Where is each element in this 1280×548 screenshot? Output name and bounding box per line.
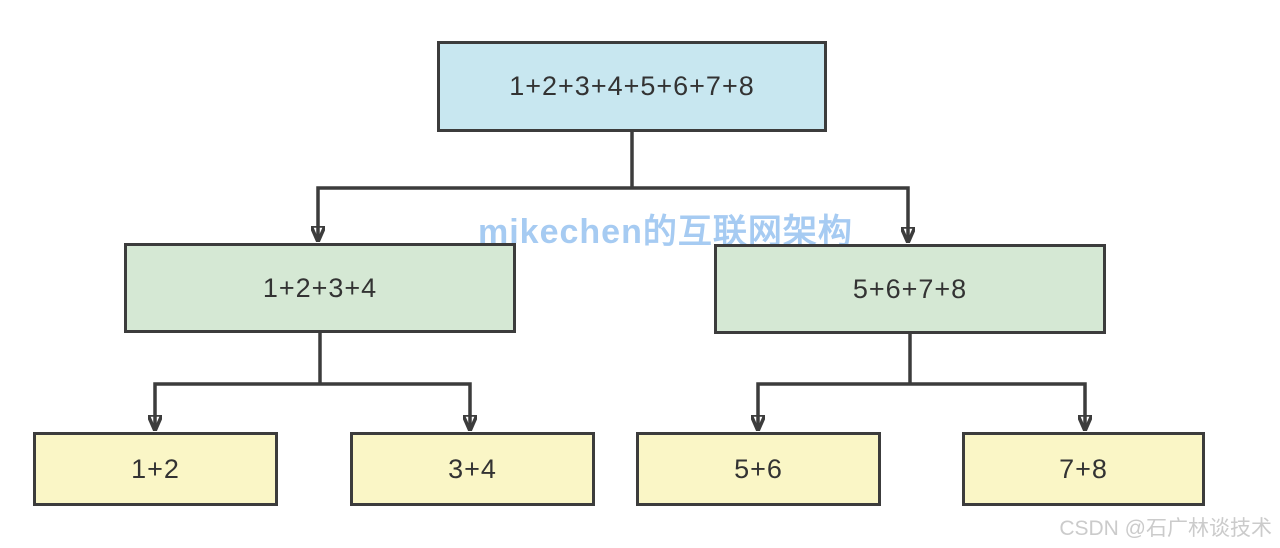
csdn-credit-text: CSDN @石广林谈技术 [1059,517,1272,540]
node-leaf-1-2: 1+2 [33,432,278,506]
node-leaf4-label: 7+8 [1059,453,1108,484]
connector-right-leaf4 [910,382,1085,430]
connector-root-right [632,186,908,242]
node-root-sum: 1+2+3+4+5+6+7+8 [437,41,827,132]
node-leaf-5-6: 5+6 [636,432,881,506]
node-leaf2-label: 3+4 [448,453,497,484]
node-left-label: 1+2+3+4 [262,272,378,303]
node-leaf3-label: 5+6 [734,453,783,484]
node-leaf1-label: 1+2 [131,453,180,484]
node-right-half: 5+6+7+8 [714,244,1106,334]
node-right-label: 5+6+7+8 [852,273,968,304]
node-leaf-3-4: 3+4 [350,432,595,506]
node-root-label: 1+2+3+4+5+6+7+8 [509,71,755,101]
connector-left-leaf2 [320,382,470,430]
connector-root-left [318,186,632,241]
connector-right-leaf3 [758,382,910,430]
node-leaf-7-8: 7+8 [962,432,1205,506]
connector-left-leaf1 [155,382,320,430]
node-left-half: 1+2+3+4 [124,243,516,333]
